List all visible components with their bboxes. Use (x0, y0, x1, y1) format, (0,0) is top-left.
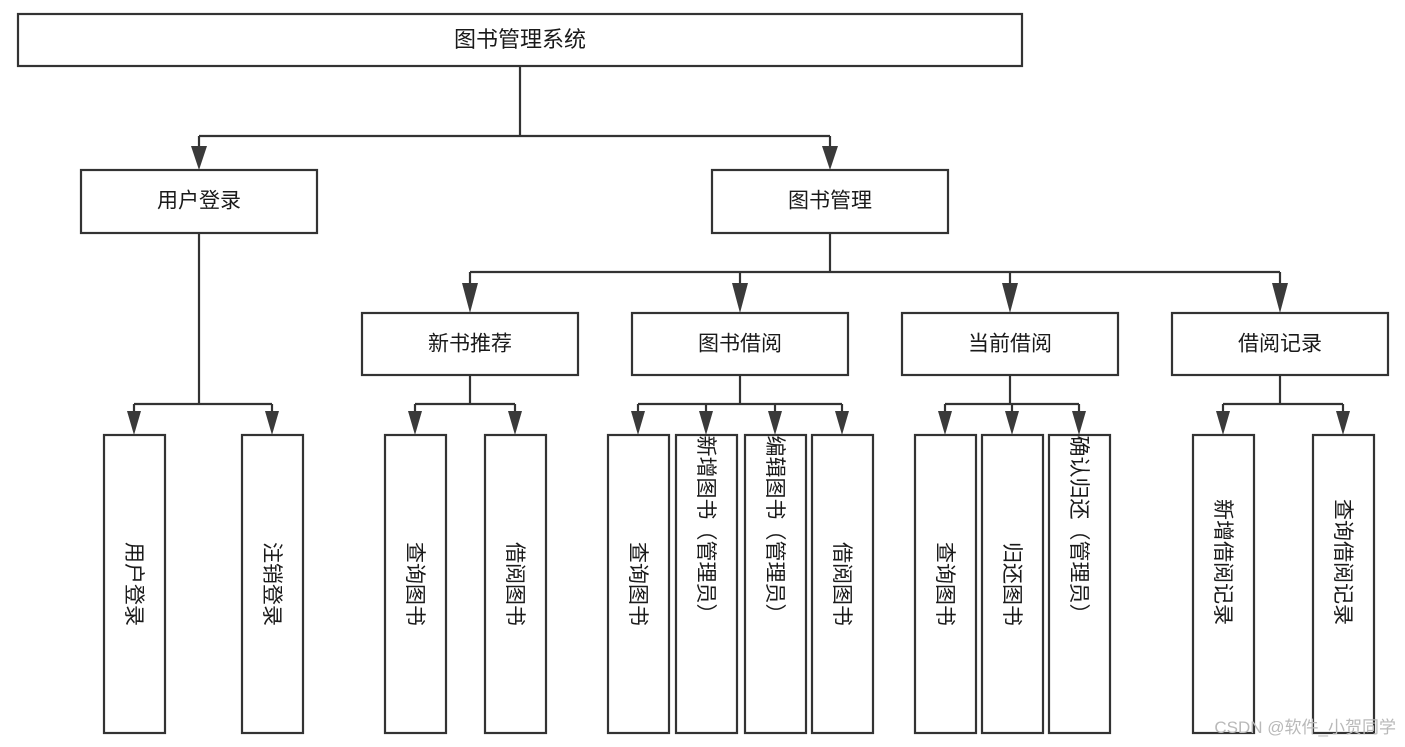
node-leaf-borrow-book-1-label: 借阅图书 (503, 542, 526, 626)
node-leaf-user-login-label: 用户登录 (122, 542, 145, 626)
node-book-borrow-label: 图书借阅 (698, 333, 782, 356)
node-leaf-logout[interactable]: 注销登录 (240, 433, 305, 735)
arrow-head-leaf-borrow-book-2 (835, 411, 849, 435)
connector-group-user-login (127, 233, 279, 435)
csdn-watermark: CSDN @软件_小贺同学 (1214, 718, 1396, 737)
node-root[interactable]: 图书管理系统 (16, 12, 1024, 68)
node-leaf-query-book-3-label: 查询图书 (933, 542, 956, 626)
node-book-management[interactable]: 图书管理 (710, 168, 950, 235)
node-leaf-query-book-3[interactable]: 查询图书 (913, 433, 978, 735)
arrow-head-user-login (191, 146, 207, 170)
node-borrow-record-box[interactable] (1170, 311, 1390, 377)
node-leaf-query-book-1[interactable]: 查询图书 (383, 433, 448, 735)
node-new-book-recommend-label: 新书推荐 (428, 333, 512, 356)
node-leaf-query-book-2-box[interactable] (606, 433, 671, 735)
node-leaf-edit-book[interactable]: 编辑图书（管理员） (743, 433, 808, 735)
node-leaf-add-book[interactable]: 新增图书（管理员） (674, 433, 739, 735)
node-leaf-return-book-label: 归还图书 (1000, 542, 1023, 626)
node-leaf-confirm-return-box[interactable] (1047, 433, 1112, 735)
node-leaf-query-book-2-label: 查询图书 (626, 542, 649, 626)
node-leaf-add-record-label: 新增借阅记录 (1211, 499, 1234, 625)
arrow-head-leaf-logout (265, 411, 279, 435)
arrow-head-leaf-add-record (1216, 411, 1230, 435)
connector-group-book-management (462, 233, 1288, 313)
arrow-head-leaf-user-login (127, 411, 141, 435)
connector-group-borrow-record (1216, 375, 1350, 435)
arrow-head-book-borrow (732, 283, 748, 313)
node-user-login[interactable]: 用户登录 (79, 168, 319, 235)
arrow-head-leaf-query-book-3 (938, 411, 952, 435)
node-leaf-user-login[interactable]: 用户登录 (102, 433, 167, 735)
arrow-head-leaf-query-record (1336, 411, 1350, 435)
node-book-management-label: 图书管理 (788, 190, 872, 213)
connector-group-new-book-recommend (408, 375, 522, 435)
node-leaf-borrow-book-2[interactable]: 借阅图书 (810, 433, 875, 735)
connector-group-root (191, 66, 838, 170)
arrow-head-leaf-return-book (1005, 411, 1019, 435)
node-current-borrow-box[interactable] (900, 311, 1120, 377)
node-root-box[interactable] (16, 12, 1024, 68)
node-leaf-borrow-book-1[interactable]: 借阅图书 (483, 433, 548, 735)
arrow-head-book-management (822, 146, 838, 170)
arrow-head-new-book-recommend (462, 283, 478, 313)
node-user-login-box[interactable] (79, 168, 319, 235)
node-leaf-query-record-box[interactable] (1311, 433, 1376, 735)
node-leaf-borrow-book-1-box[interactable] (483, 433, 548, 735)
node-leaf-user-login-box[interactable] (102, 433, 167, 735)
node-root-label: 图书管理系统 (454, 27, 586, 52)
arrow-head-leaf-add-book (699, 411, 713, 435)
node-leaf-return-book-box[interactable] (980, 433, 1045, 735)
node-leaf-add-book-label: 新增图书（管理员） (694, 436, 717, 625)
arrow-head-leaf-confirm-return (1072, 411, 1086, 435)
node-leaf-confirm-return-label: 确认归还（管理员） (1067, 436, 1090, 625)
node-book-borrow[interactable]: 图书借阅 (630, 311, 850, 377)
node-leaf-return-book[interactable]: 归还图书 (980, 433, 1045, 735)
node-leaf-query-book-1-box[interactable] (383, 433, 448, 735)
node-book-management-box[interactable] (710, 168, 950, 235)
node-leaf-logout-label: 注销登录 (260, 542, 283, 626)
node-leaf-query-book-3-box[interactable] (913, 433, 978, 735)
node-leaf-edit-book-box[interactable] (743, 433, 808, 735)
node-leaf-query-book-2[interactable]: 查询图书 (606, 433, 671, 735)
arrow-head-leaf-query-book-1 (408, 411, 422, 435)
node-leaf-query-book-1-label: 查询图书 (403, 542, 426, 626)
connector-group-book-borrow (631, 375, 849, 435)
node-leaf-edit-book-label: 编辑图书（管理员） (763, 436, 786, 625)
node-leaf-borrow-book-2-box[interactable] (810, 433, 875, 735)
node-user-login-label: 用户登录 (157, 190, 241, 213)
arrow-head-current-borrow (1002, 283, 1018, 313)
node-leaf-confirm-return[interactable]: 确认归还（管理员） (1047, 433, 1112, 735)
node-leaf-query-record[interactable]: 查询借阅记录 (1311, 433, 1376, 735)
arrow-head-leaf-borrow-book-1 (508, 411, 522, 435)
connector-group-current-borrow (938, 375, 1086, 435)
node-current-borrow[interactable]: 当前借阅 (900, 311, 1120, 377)
node-book-borrow-box[interactable] (630, 311, 850, 377)
arrow-head-leaf-query-book-2 (631, 411, 645, 435)
node-new-book-recommend[interactable]: 新书推荐 (360, 311, 580, 377)
node-leaf-add-book-box[interactable] (674, 433, 739, 735)
node-leaf-query-record-label: 查询借阅记录 (1331, 499, 1354, 625)
node-current-borrow-label: 当前借阅 (968, 333, 1052, 356)
node-borrow-record-label: 借阅记录 (1238, 333, 1322, 356)
node-new-book-recommend-box[interactable] (360, 311, 580, 377)
node-leaf-add-record-box[interactable] (1191, 433, 1256, 735)
node-leaf-logout-box[interactable] (240, 433, 305, 735)
node-borrow-record[interactable]: 借阅记录 (1170, 311, 1390, 377)
arrow-head-borrow-record (1272, 283, 1288, 313)
node-leaf-add-record[interactable]: 新增借阅记录 (1191, 433, 1256, 735)
node-leaf-borrow-book-2-label: 借阅图书 (830, 542, 853, 626)
arrow-head-leaf-edit-book (768, 411, 782, 435)
